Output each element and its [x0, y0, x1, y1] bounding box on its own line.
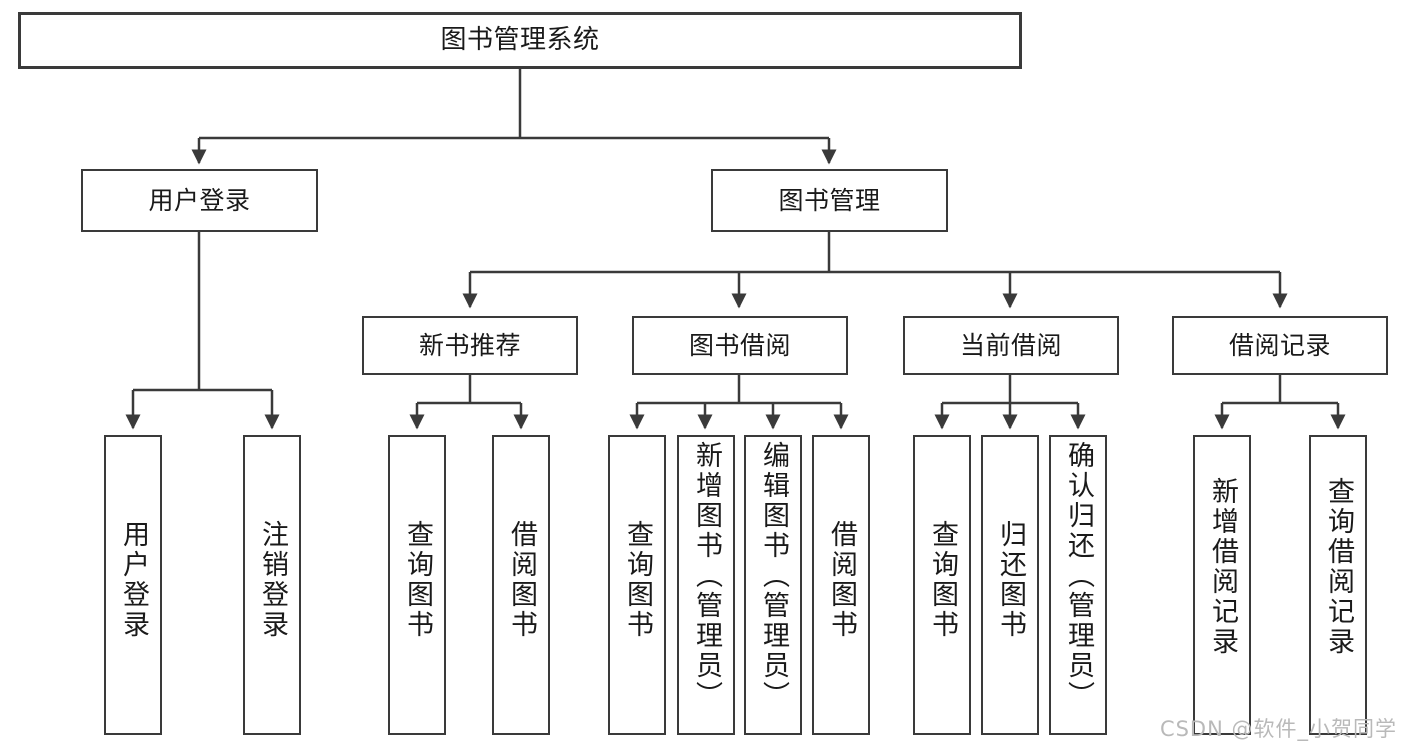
leaf-confirm-return-admin[interactable]: 确认归还（管理员）	[1049, 435, 1107, 735]
node-label: 查询图书	[927, 520, 959, 640]
leaf-add-book-admin[interactable]: 新增图书（管理员）	[677, 435, 735, 735]
node-current-borrow[interactable]: 当前借阅	[903, 316, 1119, 375]
node-label: 新增借阅记录	[1207, 477, 1239, 657]
node-label: 新书推荐	[418, 330, 521, 360]
node-label: 用户登录	[118, 520, 150, 640]
node-label: 图书管理	[778, 185, 881, 215]
node-label: 注销登录	[257, 520, 289, 640]
node-root-system[interactable]: 图书管理系统	[18, 12, 1022, 69]
leaf-borrow-book[interactable]: 借阅图书	[812, 435, 870, 735]
node-label: 确认归还（管理员）	[1063, 441, 1095, 711]
node-label: 新增图书（管理员）	[691, 441, 723, 711]
leaf-borrow-book-recommend[interactable]: 借阅图书	[492, 435, 550, 735]
leaf-query-book-recommend[interactable]: 查询图书	[388, 435, 446, 735]
node-user-login[interactable]: 用户登录	[81, 169, 318, 232]
node-label: 归还图书	[995, 520, 1027, 640]
leaf-query-borrow-record[interactable]: 查询借阅记录	[1309, 435, 1367, 735]
node-label: 查询借阅记录	[1323, 477, 1355, 657]
node-label: 借阅记录	[1228, 330, 1331, 360]
node-label: 查询图书	[402, 520, 434, 640]
leaf-return-book[interactable]: 归还图书	[981, 435, 1039, 735]
leaf-user-login[interactable]: 用户登录	[104, 435, 162, 735]
node-label: 借阅图书	[826, 520, 858, 640]
leaf-edit-book-admin[interactable]: 编辑图书（管理员）	[744, 435, 802, 735]
node-new-book-recommend[interactable]: 新书推荐	[362, 316, 578, 375]
node-label: 借阅图书	[506, 520, 538, 640]
leaf-query-book-borrow[interactable]: 查询图书	[608, 435, 666, 735]
node-label: 当前借阅	[959, 330, 1062, 360]
node-book-management[interactable]: 图书管理	[711, 169, 948, 232]
node-label: 编辑图书（管理员）	[758, 441, 790, 711]
node-book-borrow[interactable]: 图书借阅	[632, 316, 848, 375]
watermark-text: CSDN @软件_小贺同学	[1159, 717, 1397, 741]
node-label: 用户登录	[148, 185, 251, 215]
node-borrow-record[interactable]: 借阅记录	[1172, 316, 1388, 375]
leaf-query-book-current[interactable]: 查询图书	[913, 435, 971, 735]
node-label: 图书借阅	[688, 330, 791, 360]
node-label: 图书管理系统	[440, 25, 600, 56]
node-label: 查询图书	[622, 520, 654, 640]
leaf-add-borrow-record[interactable]: 新增借阅记录	[1193, 435, 1251, 735]
leaf-logout[interactable]: 注销登录	[243, 435, 301, 735]
